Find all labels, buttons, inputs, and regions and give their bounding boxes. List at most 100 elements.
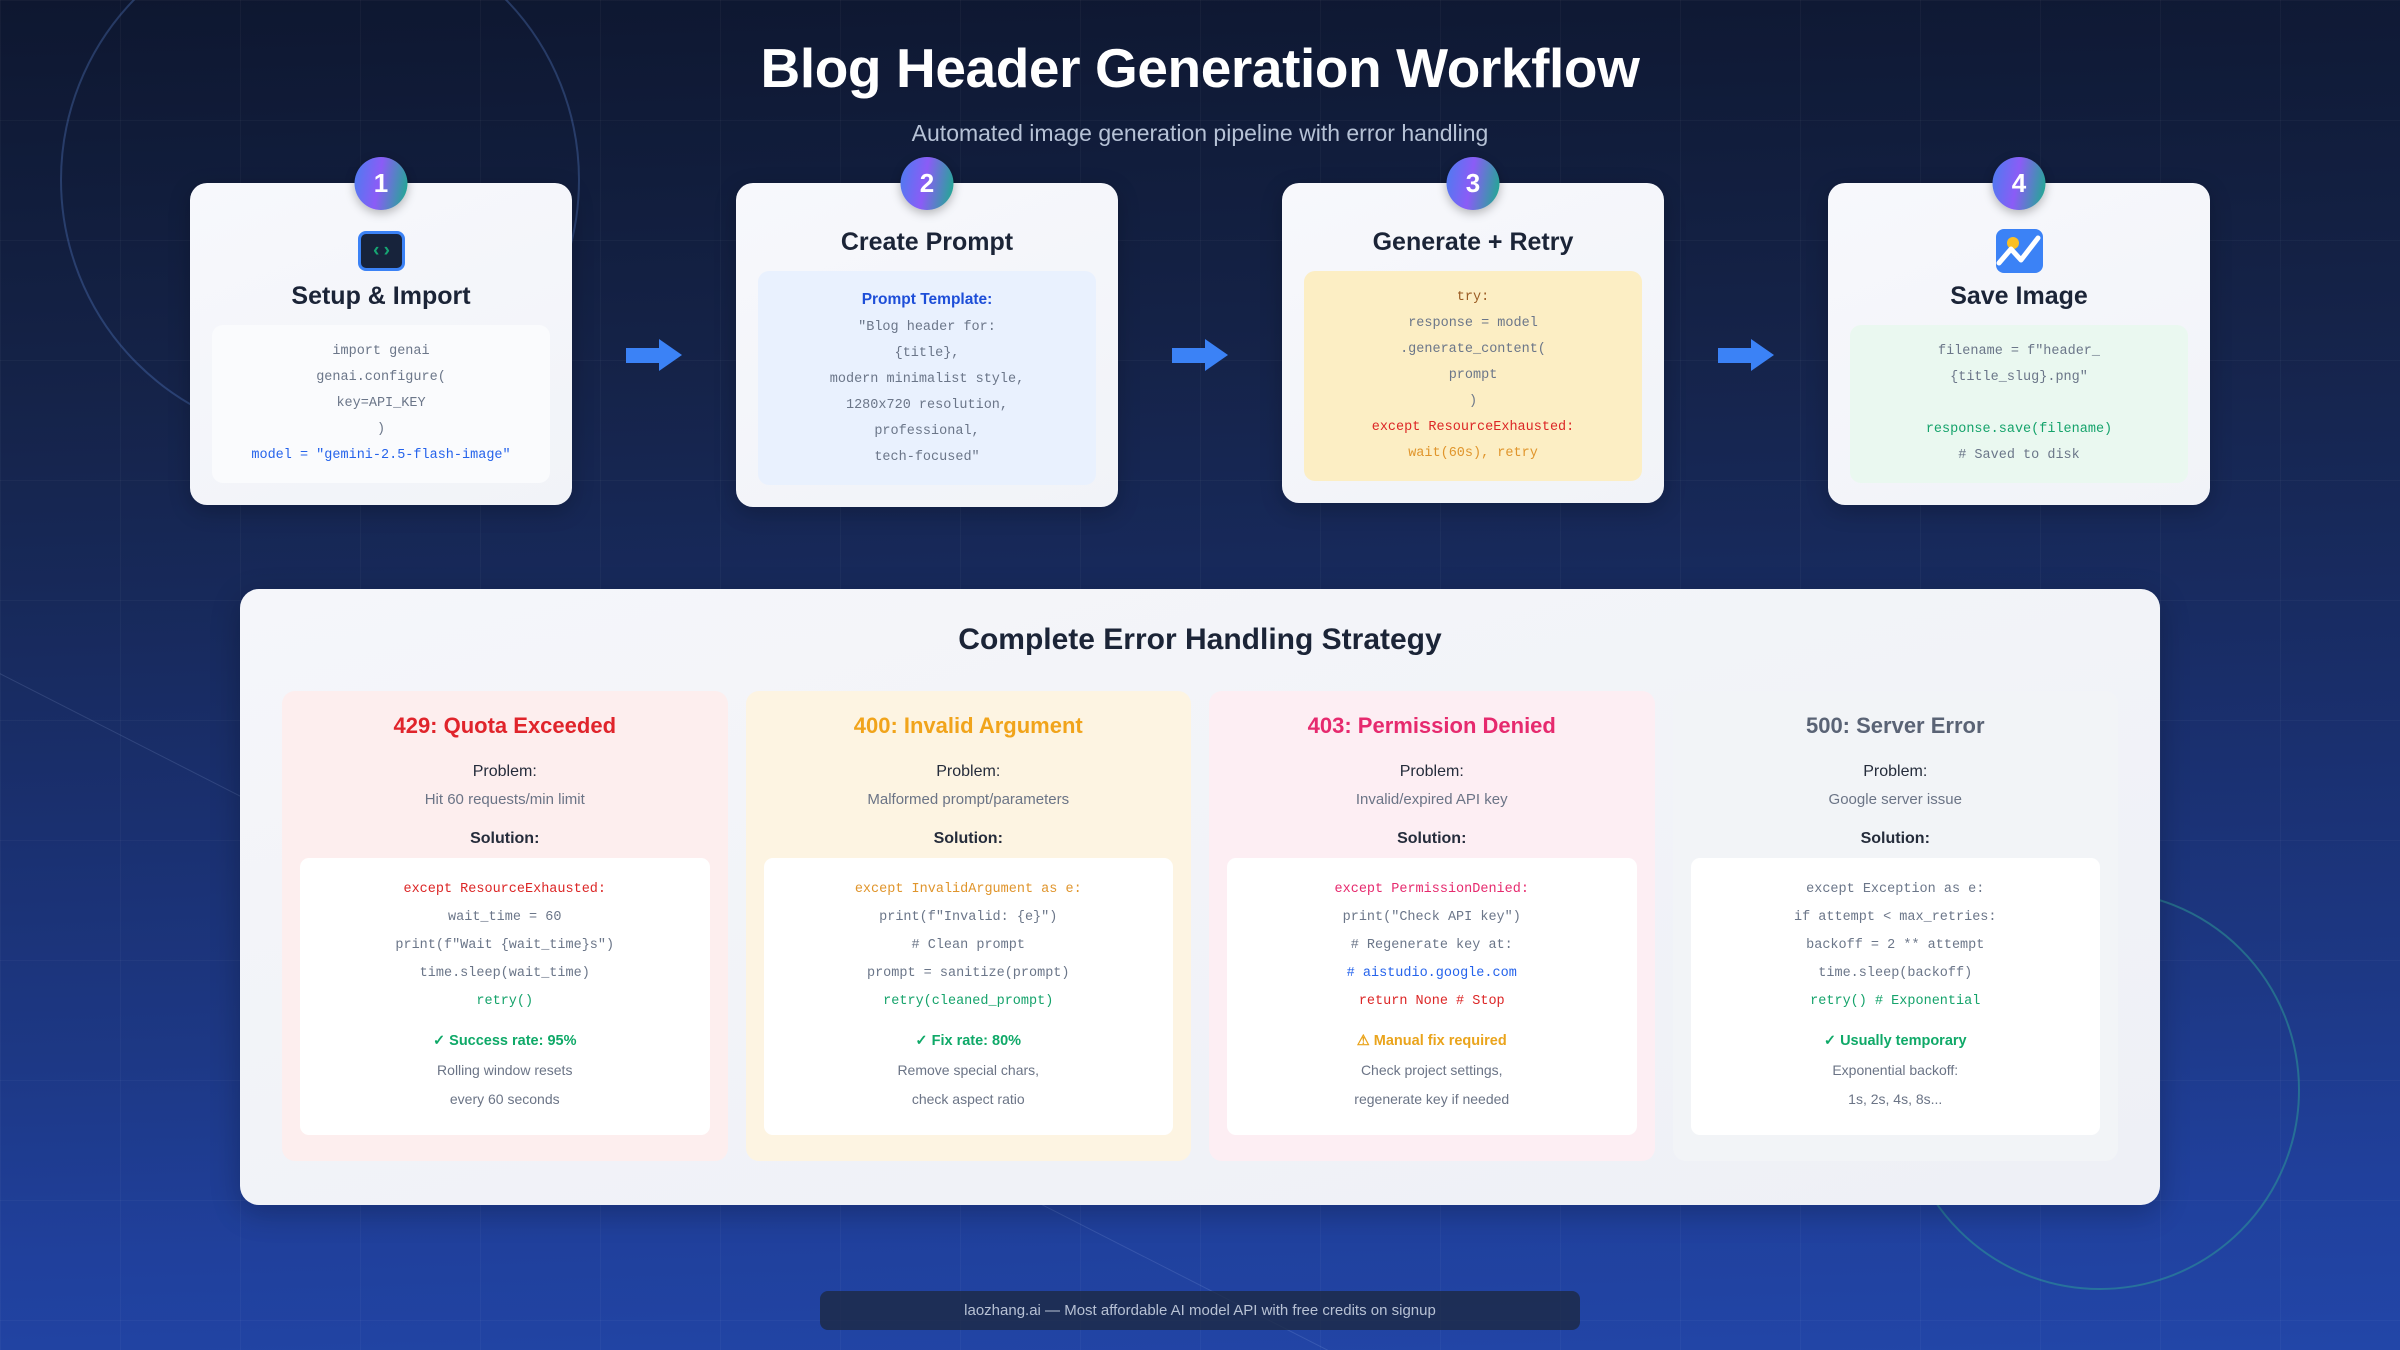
code-line: # Clean prompt: [911, 937, 1025, 953]
arrow-right-icon: [1172, 338, 1228, 372]
solution-label: Solution:: [1860, 829, 1930, 847]
code-snippet: Prompt Template: "Blog header for: {title}…: [758, 270, 1096, 485]
error-card-title: 500: Server Error: [1805, 712, 1985, 738]
step-title: Create Prompt: [840, 227, 1014, 256]
footer-text: laozhang.ai — Most affordable AI model A…: [964, 1302, 1436, 1319]
code-line: retry() # Exponential: [1810, 994, 1981, 1010]
error-card-title: 400: Invalid Argument: [853, 712, 1083, 738]
solution-code-snippet: except InvalidArgument as e:print(f"Inva…: [763, 857, 1173, 1135]
code-line: Prompt Template:: [861, 290, 993, 308]
code-line: modern minimalist style,: [829, 371, 1025, 387]
code-line: retry(cleaned_prompt): [883, 994, 1054, 1010]
step-number-badge: 1: [354, 156, 408, 210]
code-line: time.sleep(backoff): [1818, 966, 1973, 982]
code-line: tech-focused": [874, 449, 980, 465]
code-line: wait(60s), retry: [1408, 445, 1538, 461]
solution-code-snippet: except PermissionDenied: print("Check API…: [1227, 857, 1637, 1135]
image-picture-icon: [1995, 228, 2043, 273]
code-line: {title_slug}.png": [1950, 369, 2088, 385]
code-line: print("Check API key"): [1342, 909, 1521, 925]
code-line: {title},: [894, 345, 960, 361]
code-line: # Saved to disk: [1958, 447, 2080, 463]
solution-code-snippet: except Exception as e:if attempt < max_r…: [1690, 857, 2100, 1135]
code-spacer: [1237, 1016, 1627, 1026]
code-line: wait_time = 60: [448, 909, 562, 925]
outcome-badge: ✓ Success rate: 95%: [432, 1033, 577, 1050]
problem-text: Hit 60 requests/min limit: [424, 790, 585, 808]
outcome-note-line: Check project settings,: [1360, 1062, 1503, 1079]
code-snippet: try:response = model.generate_content(pr…: [1304, 270, 1642, 481]
code-line: time.sleep(wait_time): [419, 966, 590, 982]
outcome-note-line: Remove special chars,: [897, 1062, 1040, 1079]
error-handling-panel: Complete Error Handling Strategy 429: Qu…: [240, 588, 2160, 1205]
code-snippet: import genai genai.configure( key=API_KEY)…: [212, 324, 550, 483]
code-spacer: [1701, 1016, 2091, 1026]
problem-label: Problem:: [1399, 762, 1464, 780]
code-line: 1280x720 resolution,: [845, 397, 1009, 413]
code-line: print(f"Invalid: {e}"): [879, 909, 1058, 925]
code-line: backoff = 2 ** attempt: [1806, 937, 1985, 953]
code-line: import genai: [332, 343, 430, 359]
outcome-badge: ⚠ Manual fix required: [1356, 1033, 1507, 1050]
step-icon-wrapper: [1850, 227, 2188, 275]
solution-label: Solution:: [933, 829, 1003, 847]
code-line: professional,: [874, 423, 980, 439]
code-line: except PermissionDenied:: [1334, 881, 1529, 897]
step-title: Generate + Retry: [1372, 227, 1574, 256]
arrow-right-icon: [1718, 338, 1774, 372]
step-number-badge: 4: [1992, 156, 2046, 210]
code-line: genai.configure(: [316, 369, 446, 385]
arrow-right-icon: [626, 338, 682, 372]
code-line: except Exception as e:: [1806, 881, 1985, 897]
outcome-note-line: Rolling window resets: [437, 1062, 573, 1079]
code-line: "Blog header for:: [858, 319, 996, 335]
outcome-note-line: check aspect ratio: [911, 1091, 1025, 1108]
error-panel-title: Complete Error Handling Strategy: [958, 622, 1442, 656]
step-title: Setup & Import: [291, 281, 471, 310]
outcome-note-line: 1s, 2s, 4s, 8s...: [1848, 1091, 1943, 1108]
code-line: response = model: [1408, 315, 1538, 331]
step-number-badge: 2: [900, 156, 954, 210]
code-line: return None # Stop: [1358, 994, 1505, 1010]
code-line: # aistudio.google.com: [1346, 966, 1517, 982]
workflow-step-card[interactable]: 1 ‹› Setup & Import import genai genai.confi…: [190, 156, 572, 505]
header: Blog Header Generation Workflow Automate…: [0, 0, 2400, 147]
error-card-title: 429: Quota Exceeded: [393, 712, 617, 738]
code-line: [1860, 391, 2178, 417]
step-icon-wrapper: ‹›: [212, 227, 550, 275]
problem-text: Malformed prompt/parameters: [867, 790, 1070, 808]
code-line: response.save(filename): [1925, 421, 2113, 437]
error-card-title: 403: Permission Denied: [1307, 712, 1556, 738]
problem-text: Google server issue: [1828, 790, 1962, 808]
code-line: ): [1468, 393, 1478, 409]
workflow-steps-row: 1 ‹› Setup & Import import genai genai.confi…: [190, 156, 2210, 507]
footer-banner: laozhang.ai — Most affordable AI model A…: [820, 1291, 1580, 1330]
solution-label: Solution:: [1397, 829, 1467, 847]
outcome-badge: ✓ Fix rate: 80%: [915, 1033, 1022, 1050]
code-line: prompt = sanitize(prompt): [866, 966, 1070, 982]
page-title: Blog Header Generation Workflow: [760, 37, 1640, 99]
outcome-note-line: Exponential backoff:: [1832, 1062, 1959, 1079]
code-line: ): [376, 421, 386, 437]
code-line: key=API_KEY: [336, 395, 426, 411]
code-spacer: [774, 1016, 1164, 1026]
step-number-badge: 3: [1446, 156, 1500, 210]
problem-text: Invalid/expired API key: [1355, 790, 1508, 808]
code-line: try:: [1456, 289, 1490, 305]
code-snippet: filename = f"header_ {title_slug}.png" re…: [1850, 324, 2188, 483]
code-line: print(f"Wait {wait_time}s"): [395, 937, 615, 953]
code-line: # Regenerate key at:: [1350, 937, 1513, 953]
page-subtitle: Automated image generation pipeline with…: [911, 119, 1489, 146]
problem-label: Problem:: [472, 762, 537, 780]
code-spacer: [310, 1016, 700, 1026]
code-line: filename = f"header_: [1937, 343, 2101, 359]
